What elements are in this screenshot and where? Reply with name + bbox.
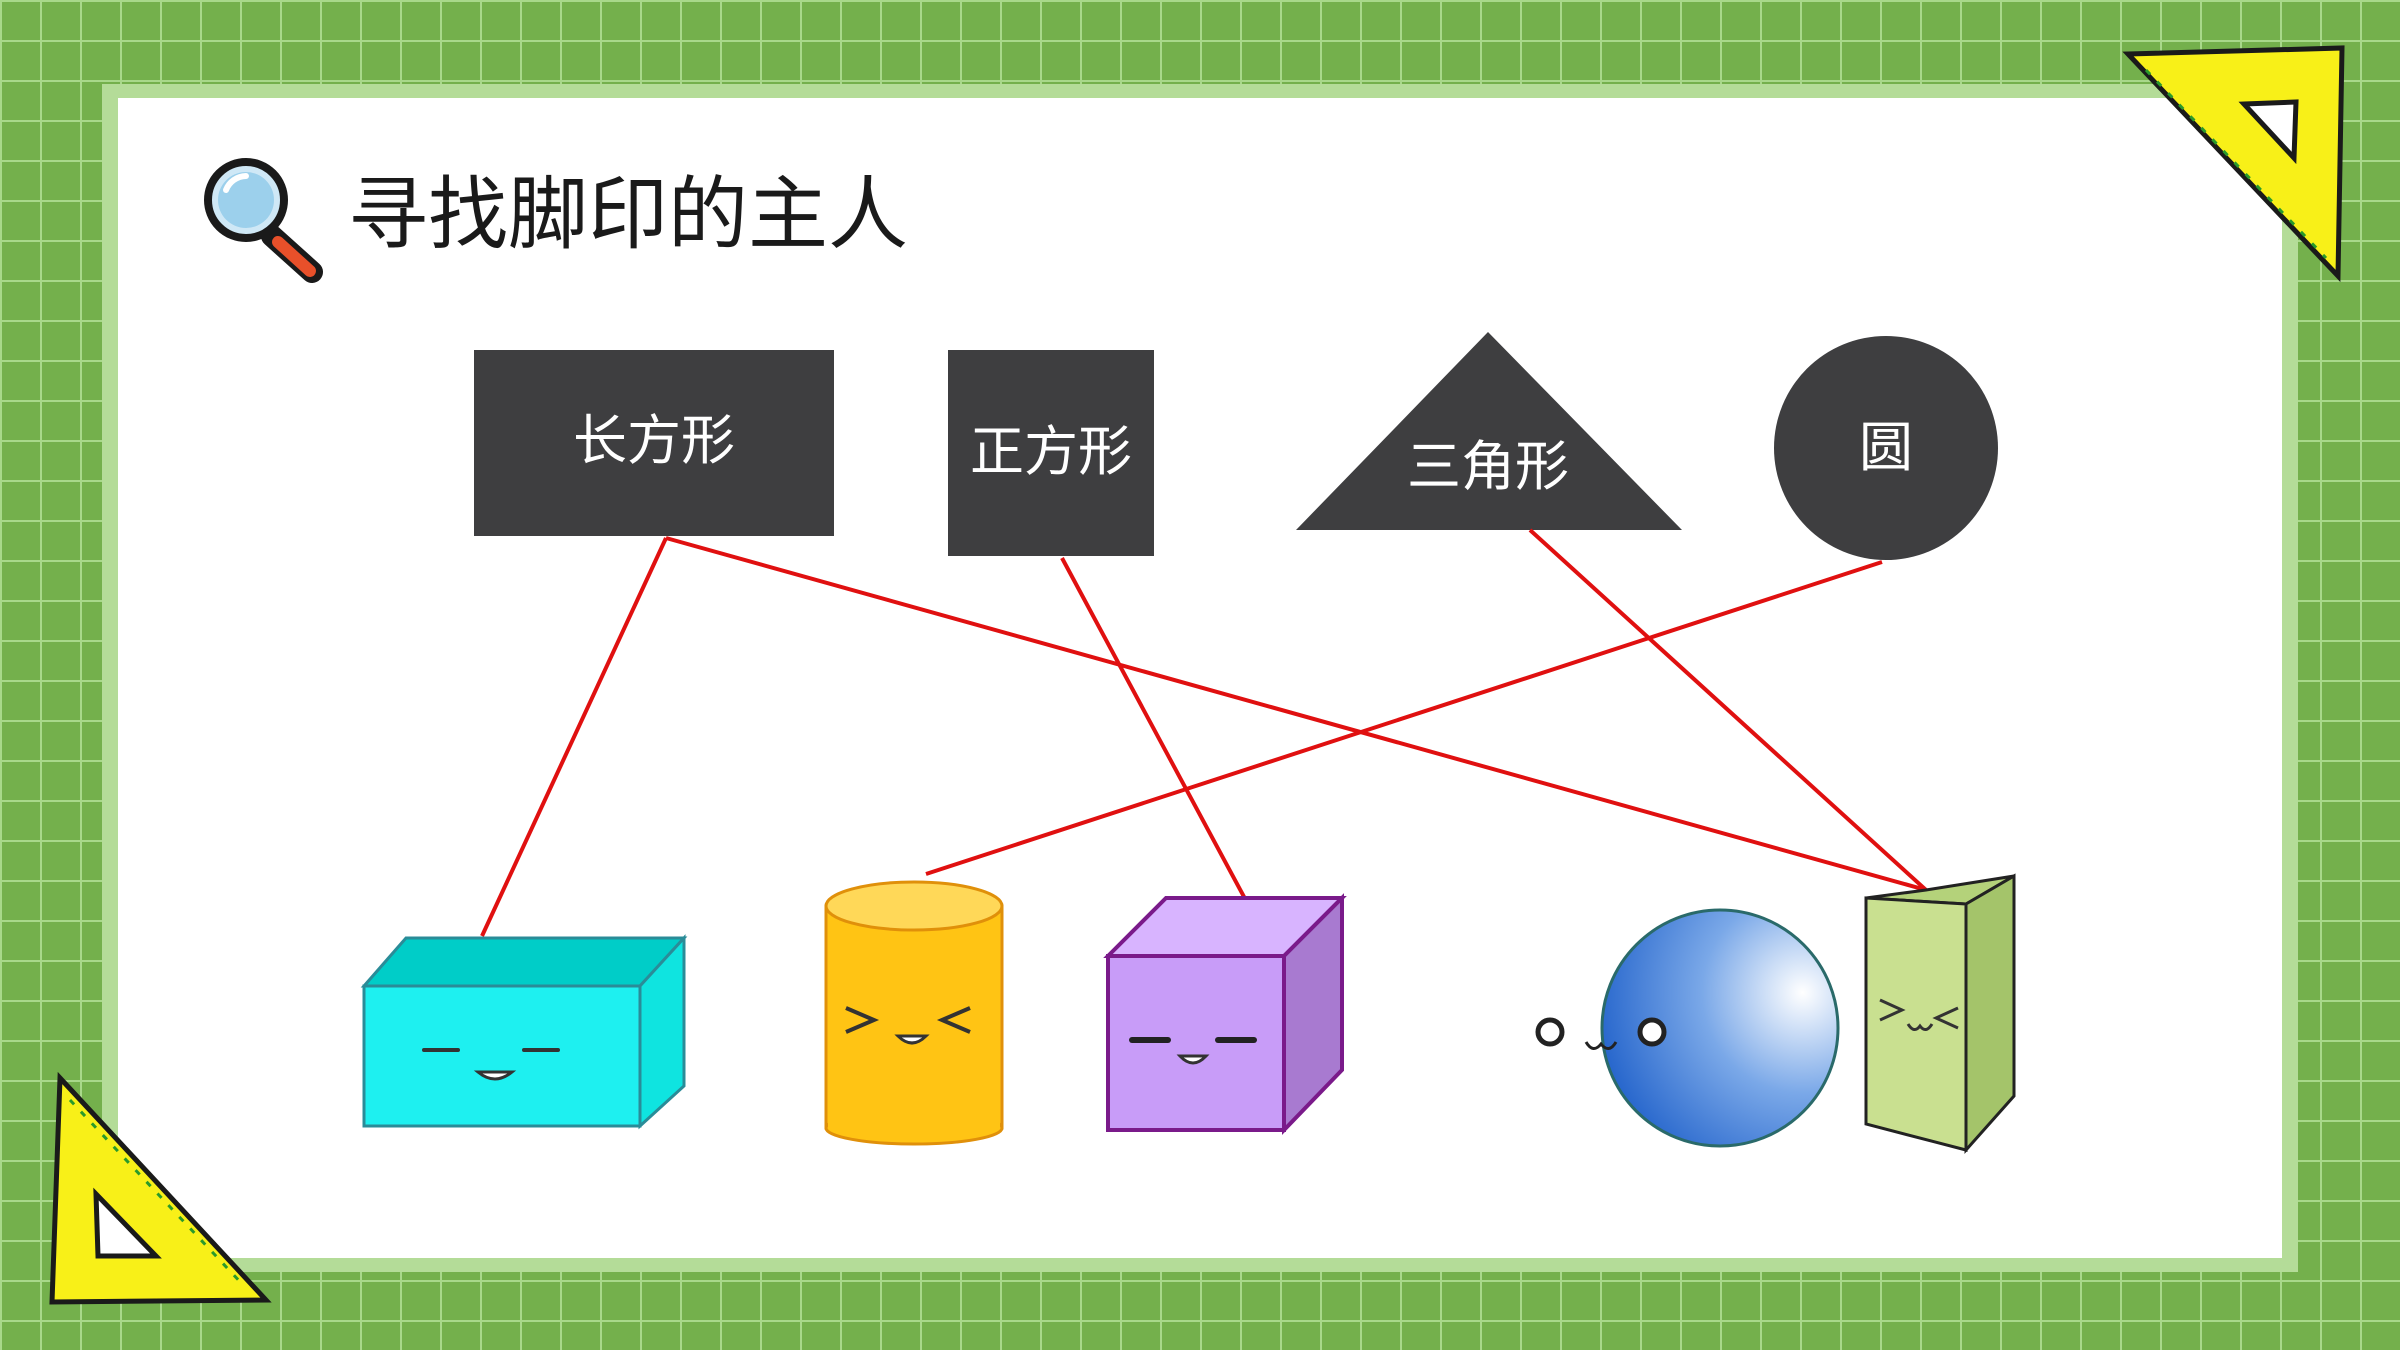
footprint-triangle[interactable]: 三角形 xyxy=(1296,332,1682,530)
connection-line[interactable] xyxy=(480,537,668,937)
solid-sphere[interactable] xyxy=(1535,908,1840,1148)
solid-cuboid[interactable] xyxy=(360,934,688,1130)
footprint-label: 正方形 xyxy=(970,420,1132,483)
connection-line[interactable] xyxy=(665,536,1927,892)
magnifier-icon xyxy=(204,158,323,283)
footprint-circle[interactable]: 圆 xyxy=(1774,336,1998,560)
connection-line[interactable] xyxy=(1060,557,1252,909)
set-square-icon xyxy=(2122,45,2345,283)
face-icon xyxy=(1535,1017,1667,1050)
solid-cylinder[interactable] xyxy=(824,880,1004,1146)
footprint-label: 三角形 xyxy=(1407,435,1569,498)
face-icon xyxy=(422,1048,560,1081)
footprint-square[interactable]: 正方形 xyxy=(948,350,1154,556)
connection-lines xyxy=(480,528,1928,937)
connection-line[interactable] xyxy=(1528,528,1928,892)
footprint-label: 圆 xyxy=(1859,416,1913,479)
set-square-icon xyxy=(49,1071,272,1305)
connection-line[interactable] xyxy=(925,560,1883,876)
solid-prism[interactable] xyxy=(1864,873,2016,1154)
page-title: 寻找脚印的主人 xyxy=(348,168,908,261)
solid-cube[interactable] xyxy=(1103,893,1347,1135)
footprint-label: 长方形 xyxy=(573,409,735,472)
face-icon xyxy=(1879,998,1959,1031)
face-icon xyxy=(845,1006,971,1045)
footprint-rectangle[interactable]: 长方形 xyxy=(474,350,834,536)
face-icon xyxy=(1129,1037,1257,1065)
